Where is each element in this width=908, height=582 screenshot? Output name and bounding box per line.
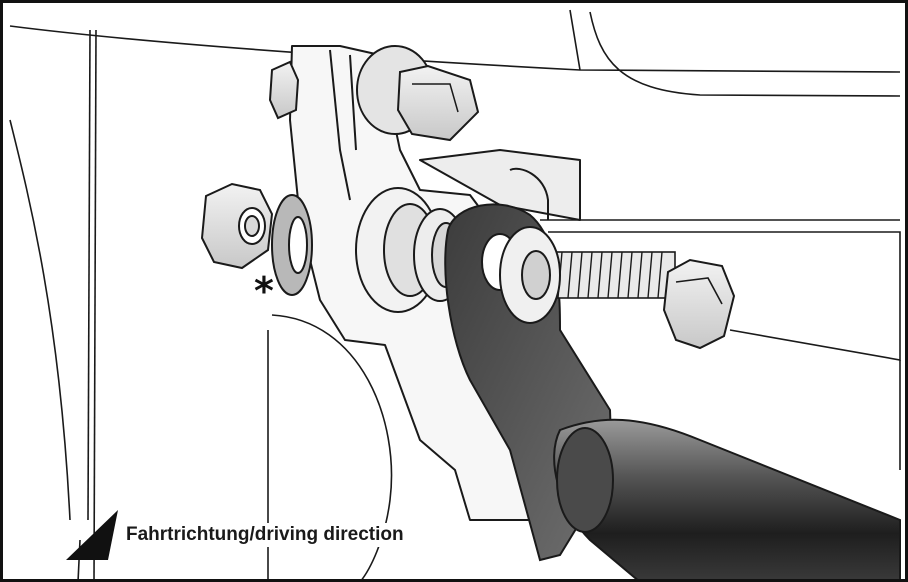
- lock-nut: [200, 182, 274, 270]
- flat-washer: [499, 226, 561, 324]
- top-bolt: [268, 45, 480, 142]
- asterisk-marker: *: [254, 269, 274, 313]
- spacer-washer: [271, 194, 313, 296]
- tow-bar-tube: [553, 418, 901, 582]
- driving-direction-caption: Fahrtrichtung/driving direction: [124, 523, 406, 547]
- triangle-arrow-icon: [66, 510, 118, 560]
- vehicle-body-outline: [9, 9, 901, 582]
- threaded-bolt: [539, 251, 736, 350]
